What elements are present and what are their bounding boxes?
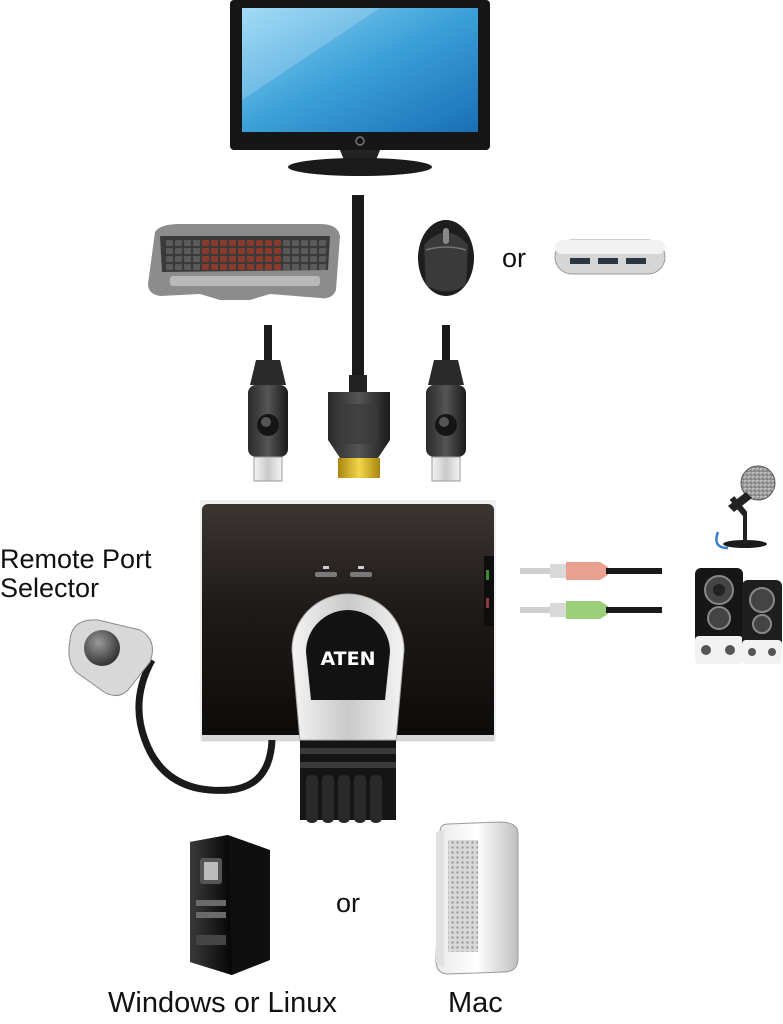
keyboard-key [319, 248, 326, 254]
keyboard-key [202, 264, 209, 270]
remote-port-selector-label: Remote Port [0, 544, 152, 574]
keyboard-key [238, 240, 245, 246]
port-led-2 [350, 566, 372, 577]
keyboard-key [310, 248, 317, 254]
keyboard-key [193, 240, 200, 246]
keyboard-key [310, 256, 317, 262]
keyboard-key [256, 248, 263, 254]
keyboard-key [184, 264, 191, 270]
keyboard-key [256, 264, 263, 270]
keyboard-key [265, 248, 272, 254]
keyboard-key [193, 248, 200, 254]
keyboard-key [301, 256, 308, 262]
keyboard-key [247, 256, 254, 262]
keyboard-key [220, 264, 227, 270]
keyboard-key [274, 240, 281, 246]
usb-hub [554, 239, 666, 275]
keyboard-key [220, 256, 227, 262]
kvm-switch: ATEN [200, 500, 496, 823]
brand-logo: ATEN [320, 648, 375, 670]
keyboard-key [301, 264, 308, 270]
windows-linux-label: Windows or Linux [108, 987, 337, 1019]
keyboard-key [292, 256, 299, 262]
mouse [418, 220, 474, 296]
keyboard-key [175, 256, 182, 262]
keyboard-key [166, 256, 173, 262]
keyboard-key [310, 240, 317, 246]
keyboard-key [229, 256, 236, 262]
speaker-audio-plug [520, 601, 662, 619]
keyboard-key [265, 256, 272, 262]
keyboard-key [175, 240, 182, 246]
keyboard-key [301, 248, 308, 254]
or-label-computers: or [336, 888, 361, 918]
keyboard-key [256, 256, 263, 262]
keyboard-key [175, 264, 182, 270]
keyboard-key [292, 240, 299, 246]
keyboard-key [256, 240, 263, 246]
keyboard-key [211, 240, 218, 246]
keyboard-key [211, 264, 218, 270]
keyboard-key [166, 248, 173, 254]
keyboard-key [175, 248, 182, 254]
hdmi-cable [328, 195, 390, 478]
keyboard-key [292, 264, 299, 270]
keyboard [148, 224, 340, 300]
keyboard-key [220, 248, 227, 254]
keyboard-key [184, 240, 191, 246]
keyboard-key [229, 240, 236, 246]
keyboard-key [247, 264, 254, 270]
usb-cable-keyboard [248, 325, 288, 482]
keyboard-key [229, 264, 236, 270]
or-label-mouse-hub: or [502, 243, 527, 273]
keyboard-key [283, 256, 290, 262]
keyboard-key [274, 256, 281, 262]
keyboard-key [202, 248, 209, 254]
microphone [715, 465, 776, 550]
keyboard-key [211, 256, 218, 262]
keyboard-key [184, 248, 191, 254]
keyboard-key [247, 240, 254, 246]
keyboard-key [220, 240, 227, 246]
keyboard-key [283, 264, 290, 270]
remote-port-selector-label-line2: Selector [0, 573, 100, 603]
keyboard-key [319, 264, 326, 270]
keyboard-key [184, 256, 191, 262]
usb-cable-mouse [426, 325, 466, 482]
keyboard-key [193, 256, 200, 262]
speakers [695, 568, 782, 664]
port-led-1 [315, 566, 337, 577]
keyboard-key [229, 248, 236, 254]
keyboard-key [238, 264, 245, 270]
keyboard-key [274, 264, 281, 270]
keyboard-key [283, 240, 290, 246]
keyboard-key [247, 248, 254, 254]
keyboard-key [274, 248, 281, 254]
keyboard-key [193, 264, 200, 270]
mac-pc [435, 821, 519, 975]
keyboard-key [283, 248, 290, 254]
keyboard-key [238, 248, 245, 254]
keyboard-key [292, 248, 299, 254]
monitor-power-icon [355, 136, 365, 146]
keyboard-key [166, 240, 173, 246]
keyboard-key [319, 240, 326, 246]
monitor [230, 0, 490, 176]
keyboard-key [265, 264, 272, 270]
keyboard-key [202, 240, 209, 246]
remote-port-selector [68, 619, 276, 794]
mic-audio-plug [520, 562, 662, 580]
mac-label: Mac [448, 987, 503, 1019]
keyboard-key [238, 256, 245, 262]
keyboard-key [211, 248, 218, 254]
remote-selector-button [84, 630, 120, 666]
keyboard-key [301, 240, 308, 246]
keyboard-key [265, 240, 272, 246]
keyboard-key [319, 256, 326, 262]
keyboard-key [202, 256, 209, 262]
windows-linux-pc [190, 835, 270, 975]
keyboard-key [310, 264, 317, 270]
keyboard-key [166, 264, 173, 270]
